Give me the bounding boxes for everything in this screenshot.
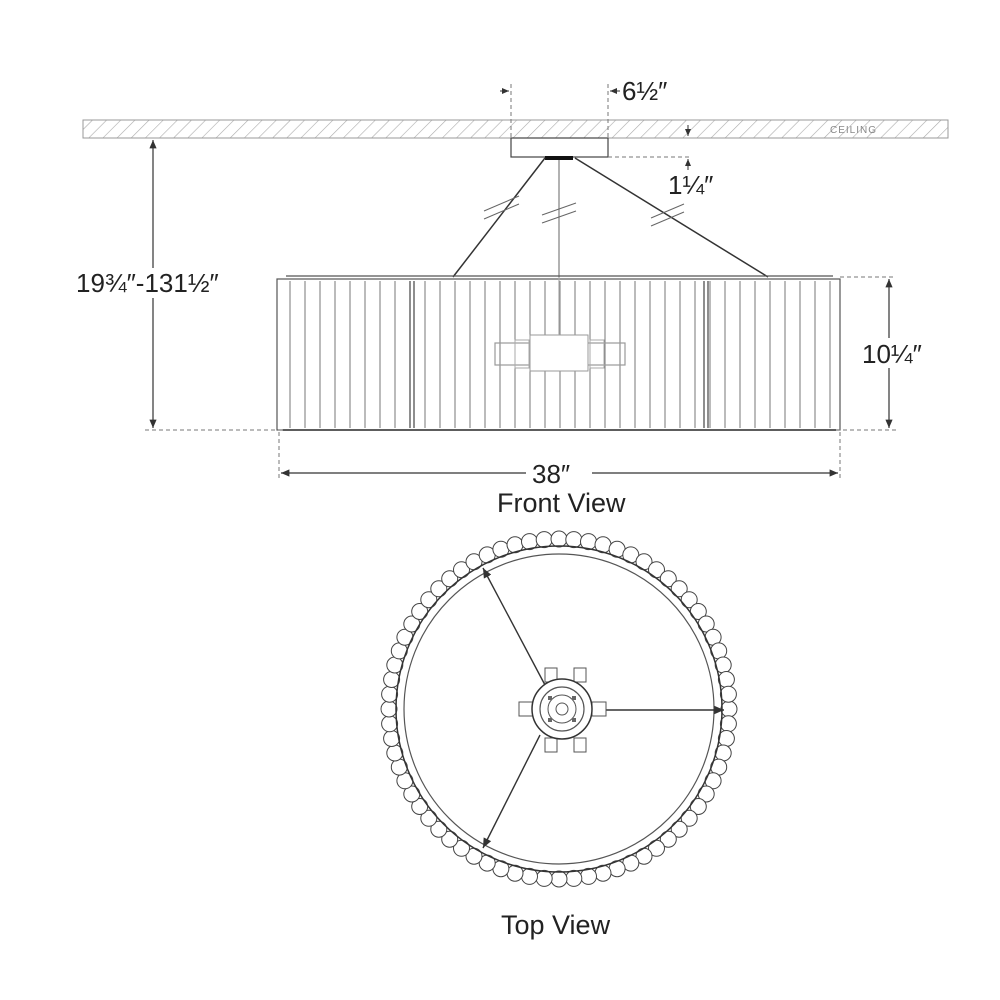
canopy-height-dimension: 1¼″ bbox=[608, 125, 713, 200]
light-cluster bbox=[494, 277, 626, 372]
rim-scallop bbox=[719, 715, 737, 733]
rim-scallop bbox=[420, 591, 438, 609]
shade-width-label: 38″ bbox=[532, 459, 570, 489]
rim-scallop bbox=[381, 715, 399, 733]
support-arms bbox=[482, 567, 724, 849]
rim-scallop bbox=[670, 820, 688, 838]
rim-scallop bbox=[381, 685, 399, 703]
front-shade bbox=[276, 275, 841, 431]
rim-scallop bbox=[565, 869, 583, 887]
shade-height-dimension: 10¼″ bbox=[836, 276, 928, 431]
shade-height-label: 10¼″ bbox=[862, 339, 922, 369]
ceiling: CEILING bbox=[82, 119, 949, 139]
rim-scallop bbox=[720, 700, 738, 718]
rim-scallop bbox=[430, 580, 448, 598]
rim-scallop bbox=[550, 530, 568, 548]
rim-scallop bbox=[430, 820, 448, 838]
overall-height-label: 19¾″-131½″ bbox=[76, 268, 219, 298]
canopy-width-dimension: 6½″ bbox=[500, 76, 667, 138]
ceiling-label: CEILING bbox=[830, 125, 877, 136]
front-view: CEILING 6½″ 1¼″ bbox=[70, 76, 949, 518]
canopy-width-label: 6½″ bbox=[622, 76, 667, 106]
suspension-cables bbox=[452, 157, 769, 278]
rim-scallop bbox=[719, 685, 737, 703]
top-view-title: Top View bbox=[501, 910, 611, 940]
rim-scallop bbox=[380, 700, 398, 718]
front-view-title: Front View bbox=[497, 488, 626, 518]
rim-scallop bbox=[565, 531, 583, 549]
rim-scallop bbox=[535, 531, 553, 549]
rim-scallop bbox=[659, 570, 677, 588]
rim-scallop bbox=[550, 870, 568, 888]
rim-scallop bbox=[420, 809, 438, 827]
rim-scallop bbox=[670, 580, 688, 598]
rim-scallop bbox=[535, 869, 553, 887]
rim-scallop bbox=[680, 809, 698, 827]
canopy bbox=[510, 137, 609, 158]
canopy-cap bbox=[545, 156, 573, 160]
overall-height-dimension: 19¾″-131½″ bbox=[70, 140, 283, 431]
rim-scallop bbox=[441, 570, 459, 588]
top-view: Top View bbox=[380, 530, 738, 940]
rim-scallop bbox=[680, 591, 698, 609]
rim-scallop bbox=[659, 830, 677, 848]
shade-width-dimension: 38″ bbox=[278, 432, 841, 489]
rim-scallop bbox=[441, 830, 459, 848]
shade-inner-ring bbox=[403, 553, 715, 865]
canopy-height-label: 1¼″ bbox=[668, 170, 713, 200]
center-hub bbox=[518, 667, 607, 753]
